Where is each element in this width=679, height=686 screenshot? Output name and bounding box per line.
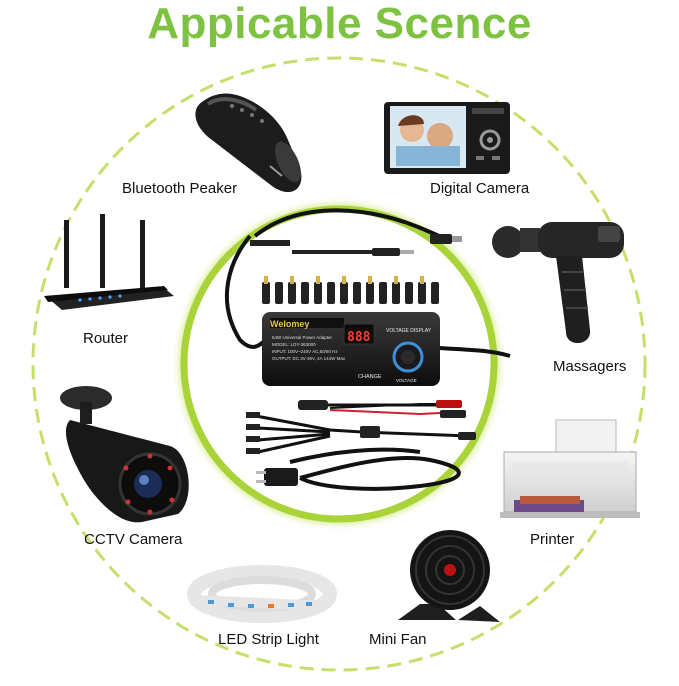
label-router: Router — [83, 330, 129, 347]
led-strip-icon — [187, 565, 337, 623]
dc-tip-row — [262, 276, 439, 304]
label-led-strip-light: LED Strip Light — [218, 631, 319, 648]
power-plug — [264, 468, 298, 486]
label-digital-camera: Digital Camera — [430, 180, 530, 197]
mini-fan-icon — [398, 530, 500, 622]
label-mini-fan: Mini Fan — [369, 631, 427, 648]
label-cctv-camera: CCTV Camera — [84, 531, 183, 548]
label-massagers: Massagers — [553, 358, 627, 375]
adapter-change-label: CHANGE — [358, 374, 382, 380]
adapter-brand: Welomey — [270, 319, 309, 329]
bluetooth-speaker-icon — [195, 93, 302, 193]
adapter-body — [262, 312, 440, 386]
adapter-display-digits: 888 — [347, 330, 371, 345]
power-adapter-illustration — [225, 208, 511, 491]
adapter-spec-line-2: MODEL: LGY-363000 — [272, 342, 316, 347]
adapter-voltage-display-label: VOLTAGE DISPLAY — [386, 328, 432, 334]
massager-gun-icon — [492, 222, 624, 344]
label-printer: Printer — [530, 531, 575, 548]
adapter-spec-line-1: 54W Universal Power Adapter — [272, 335, 333, 340]
router-icon — [44, 214, 174, 310]
adapter-voltage-label: VOLTAGE — [396, 378, 417, 383]
digital-camera-icon — [384, 102, 510, 174]
label-bluetooth-speaker: Bluetooth Peaker — [122, 180, 238, 197]
adapter-spec-line-3: INPUT: 100V~240V AC,50/60 Hz — [272, 349, 338, 354]
printer-icon — [500, 419, 640, 518]
cctv-camera-icon — [60, 386, 189, 523]
outer-dashed-ring — [31, 56, 647, 672]
page-title: Appicable Scence — [147, 0, 532, 48]
adapter-spec-line-4: OUTPUT: DC 3V-36V, 4A 144W Max — [272, 356, 346, 361]
